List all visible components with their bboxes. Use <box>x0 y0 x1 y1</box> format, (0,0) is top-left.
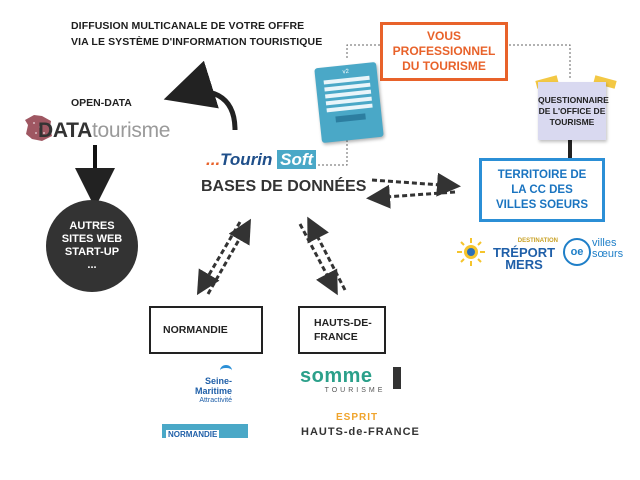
open-data-label: OPEN-DATA <box>71 97 132 109</box>
normandie-box-label: NORMANDIE <box>163 324 228 336</box>
hauts-de-france-box: HAUTS-DE- FRANCE <box>298 306 386 354</box>
arrow-bases-territoire <box>371 172 461 197</box>
seine-line-3: Attractivité <box>199 397 232 404</box>
autres-line-2: SITES WEB <box>61 233 123 245</box>
seine-line-1: Seine- <box>204 376 232 386</box>
autres-line-3: START-UP <box>64 246 120 258</box>
tourinsoft-soft: Soft <box>277 150 317 169</box>
tourinsoft-dots: ... <box>206 150 221 169</box>
questionnaire-line-3: TOURISME <box>549 116 595 127</box>
autres-sites-circle: AUTRES SITES WEB START-UP ... <box>46 200 138 292</box>
somme-side-tag <box>393 367 401 389</box>
treport-mers-logo: DESTINATION TRÉPORT MERS <box>490 235 558 271</box>
mers-label: MERS <box>505 257 543 272</box>
seine-wave-icon <box>220 365 232 376</box>
normandie-banner-label: NORMANDIE <box>166 430 220 440</box>
villes-label: villes <box>592 237 617 249</box>
villes-soeurs-logo-icon: oe <box>563 238 591 266</box>
link-pro-form <box>346 44 380 60</box>
territoire-line-3: VILLES SOEURS <box>495 198 589 211</box>
pro-line-1: VOUS <box>426 29 461 43</box>
questionnaire-line-2: DE L'OFFICE DE <box>538 105 606 116</box>
seine-line-2: Maritime <box>194 386 232 396</box>
destination-label: DESTINATION <box>517 238 558 244</box>
normandie-box: NORMANDIE <box>149 306 263 354</box>
tourinsoft-tourin: Tourin <box>220 150 273 169</box>
normandie-banner: NORMANDIE <box>162 424 248 440</box>
pro-line-3: DU TOURISME <box>402 59 486 73</box>
arrow-bases-hauts <box>298 223 338 296</box>
form-mockup-icon: v2 <box>314 61 384 144</box>
hauts-box-line-1: HAUTS-DE- <box>314 317 372 329</box>
datatourisme-logo: DATAtourisme <box>38 119 170 143</box>
datatourisme-tourisme: tourisme <box>92 119 171 142</box>
seine-maritime-logo: Seine- Maritime Attractivité <box>180 365 232 406</box>
curved-arrow-opendata <box>163 60 238 131</box>
somme-sub-label: TOURISME <box>324 387 386 394</box>
questionnaire-line-1: QUESTIONNAIRE <box>538 94 609 105</box>
sun-logo-icon <box>456 237 486 267</box>
hauts-de-france-label: HAUTS-de-FRANCE <box>301 426 420 438</box>
professional-box: VOUS PROFESSIONNEL DU TOURISME <box>380 22 508 81</box>
hauts-box-line-2: FRANCE <box>314 331 358 343</box>
datatourisme-data: DATA <box>38 119 93 142</box>
autres-line-4: ... <box>87 259 97 271</box>
header-line-1: DIFFUSION MULTICANALE DE VOTRE OFFRE <box>71 20 305 32</box>
arrow-bases-normandie <box>196 221 242 296</box>
bases-de-donnees-title: BASES DE DONNÉES <box>201 178 367 195</box>
territoire-box: TERRITOIRE DE LA CC DES VILLES SOEURS <box>479 158 605 222</box>
somme-label: somme <box>300 365 373 387</box>
soeurs-label: sœurs <box>592 248 624 260</box>
link-pro-questionnaire <box>505 44 571 80</box>
pro-line-2: PROFESSIONNEL <box>392 44 496 58</box>
somme-tourisme-logo: somme TOURISME <box>300 366 410 394</box>
esprit-label: ESPRIT <box>336 412 379 423</box>
france-map-icon <box>24 114 54 142</box>
villes-soeurs-logo: villes sœurs <box>592 238 623 260</box>
territoire-line-1: TERRITOIRE DE <box>497 168 587 181</box>
tourinsoft-logo: ...Tourin Soft <box>206 150 317 170</box>
questionnaire-note: QUESTIONNAIRE DE L'OFFICE DE TOURISME <box>538 82 609 140</box>
territoire-line-2: LA CC DES <box>511 183 573 196</box>
autres-line-1: AUTRES <box>69 220 115 232</box>
header-line-2: VIA LE SYSTÈME D'INFORMATION TOURISTIQUE <box>71 36 323 48</box>
treport-label: TRÉPORT <box>492 245 556 260</box>
